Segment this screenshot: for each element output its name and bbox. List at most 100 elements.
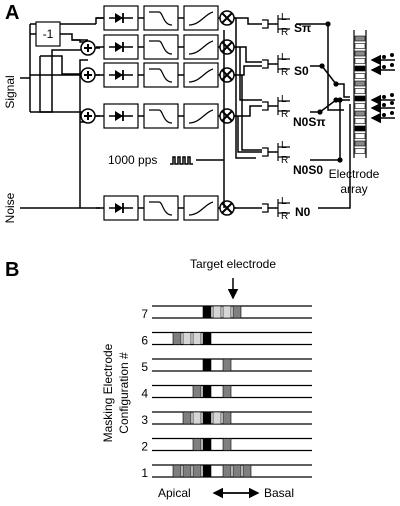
config-row: 4 <box>141 384 312 401</box>
lowpass-filter-icon <box>188 68 214 83</box>
bandpass-filter-box <box>143 62 179 88</box>
config-electrode-cell <box>202 385 212 398</box>
lowpass-filter-icon <box>188 109 214 124</box>
pulse-rate-label: 1000 pps <box>108 153 157 167</box>
output-label-s0: S0 <box>294 64 309 78</box>
electrode-contact <box>354 140 366 147</box>
output-label-s-pi: Sπ <box>294 21 311 35</box>
config-row: 5 <box>141 358 312 374</box>
multiplier-icon <box>219 200 235 216</box>
config-number: 2 <box>141 440 148 454</box>
config-electrode-cell <box>172 464 182 478</box>
output-label-n0: N0 <box>295 205 311 219</box>
diode-icon <box>109 13 133 23</box>
lr-left-label: L <box>281 52 287 63</box>
config-electrode-cell <box>222 385 232 398</box>
config-electrode-cell <box>202 464 212 478</box>
lowpass-filter-icon <box>188 11 214 26</box>
lr-switch: LR <box>262 140 290 166</box>
config-electrode-cell <box>202 411 212 425</box>
config-electrode-cell <box>192 385 202 398</box>
config-electrode-cell <box>202 358 212 372</box>
multiplier-wiring <box>196 17 262 209</box>
config-electrode-cell <box>192 332 202 345</box>
signal-wiring <box>20 17 104 117</box>
diode-icon <box>109 70 133 80</box>
lr-right-label: R <box>281 27 288 38</box>
electrode-contact <box>354 65 366 72</box>
lr-left-label: L <box>281 140 287 151</box>
switch-network <box>296 21 351 209</box>
apical-label: Apical <box>158 486 191 500</box>
electrode-contact <box>354 73 366 79</box>
lr-right-label: R <box>281 109 288 120</box>
config-electrode-cell <box>172 332 182 345</box>
panel-a-letter: A <box>5 2 19 24</box>
config-row: 6 <box>141 331 312 348</box>
lr-switch: LR <box>262 12 290 38</box>
bandpass-filter-icon <box>149 11 173 26</box>
config-number: 6 <box>141 334 148 348</box>
config-number: 7 <box>141 307 148 321</box>
electrode-array-label-1: Electrode <box>329 167 380 181</box>
target-electrode-label: Target electrode <box>190 257 276 271</box>
config-electrode-cell <box>232 464 242 478</box>
lowpass-filter-box <box>183 5 219 31</box>
signal-input-label: Signal <box>3 75 17 108</box>
channel-row <box>96 5 236 31</box>
electrode-contact <box>354 110 366 117</box>
electrode-contact <box>354 58 366 64</box>
channel-row <box>96 195 236 221</box>
config-electrode-cell <box>222 305 232 319</box>
config-electrode-cell <box>182 332 192 345</box>
lr-left-label: L <box>281 94 287 105</box>
config-electrode-cell <box>192 464 202 478</box>
electrode-contact <box>354 80 366 87</box>
electrode-contact <box>354 103 366 109</box>
config-electrode-cell <box>232 305 242 319</box>
config-electrode-cell <box>222 438 232 451</box>
noise-input-label: Noise <box>3 192 17 223</box>
electrode-contact <box>354 148 366 154</box>
lr-switch: LR <box>262 94 290 120</box>
bandpass-filter-icon <box>149 109 173 124</box>
lr-switch: LR <box>262 196 290 222</box>
config-electrode-cell <box>202 305 212 319</box>
config-row: 7 <box>141 305 312 321</box>
bandpass-filter-icon <box>149 201 173 216</box>
panel-b-letter: B <box>5 259 19 281</box>
pulse-train-icon <box>170 156 193 165</box>
config-electrode-cell <box>212 411 222 425</box>
electrode-contact <box>354 43 366 49</box>
diode-icon <box>109 42 133 52</box>
output-label-n0-s-pi: N0Sπ <box>293 115 326 129</box>
diode-icon <box>109 111 133 121</box>
lowpass-filter-icon <box>188 40 214 55</box>
inverter-label: -1 <box>43 27 54 41</box>
electrode-contact <box>354 50 366 57</box>
sum-node-2 <box>80 67 96 83</box>
output-label-n0-s0: N0S0 <box>293 163 323 177</box>
config-number: 1 <box>141 466 148 480</box>
ylabel-line2: Configuration # <box>117 352 131 434</box>
basal-label: Basal <box>264 486 294 500</box>
electrode-contact <box>354 125 366 132</box>
electrode-contact <box>354 133 366 139</box>
electrode-contact <box>354 35 366 42</box>
config-electrode-cell <box>202 332 212 345</box>
config-number: 5 <box>141 360 148 374</box>
multiplier-icon <box>219 108 235 124</box>
lr-right-label: R <box>281 67 288 78</box>
electrode-contact <box>354 95 366 102</box>
channel-row <box>96 103 236 129</box>
lr-right-label: R <box>281 211 288 222</box>
bandpass-filter-box <box>143 5 179 31</box>
config-number: 3 <box>141 413 148 427</box>
config-electrode-cell <box>222 464 232 478</box>
config-rows: 7 6 5 4 3 2 1 <box>141 305 312 480</box>
config-row: 2 <box>141 437 312 454</box>
config-number: 4 <box>141 387 148 401</box>
electrode-contact <box>354 88 366 94</box>
lowpass-filter-box <box>183 103 219 129</box>
